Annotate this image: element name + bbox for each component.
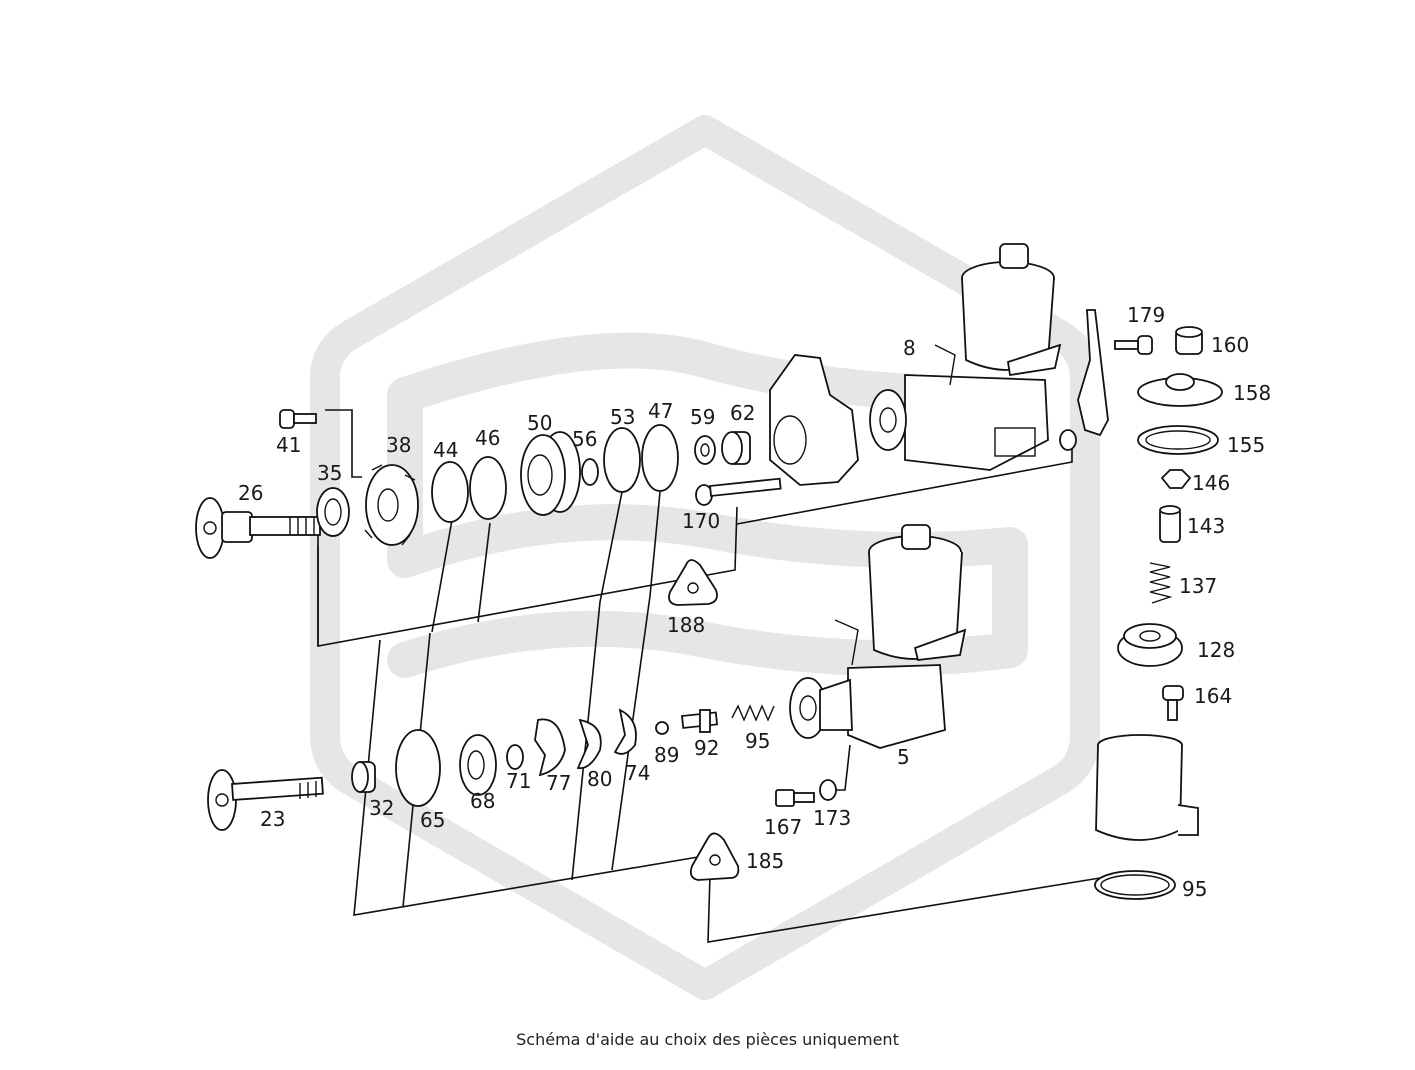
label-part-41: 41 bbox=[276, 433, 301, 457]
label-part-71: 71 bbox=[506, 769, 531, 793]
label-part-53: 53 bbox=[610, 405, 635, 429]
label-part-50: 50 bbox=[527, 411, 552, 435]
label-part-80: 80 bbox=[587, 767, 612, 791]
label-part-170: 170 bbox=[682, 509, 720, 533]
label-part-23: 23 bbox=[260, 807, 285, 831]
label-part-62: 62 bbox=[730, 401, 755, 425]
label-part-164: 164 bbox=[1194, 684, 1232, 708]
part-137-valve-disc bbox=[1117, 623, 1183, 667]
label-part-47: 47 bbox=[648, 399, 673, 423]
part-68-rotor bbox=[459, 734, 497, 796]
label-part-77: 77 bbox=[546, 771, 571, 795]
label-part-5: 5 bbox=[897, 745, 910, 769]
part-95-spring bbox=[731, 704, 775, 722]
label-part-146: 143 bbox=[1187, 514, 1225, 538]
part-71-circlip bbox=[506, 744, 524, 770]
part-179-screw bbox=[1114, 335, 1153, 355]
part-128-o-ring bbox=[1094, 870, 1176, 900]
label-part-38: 38 bbox=[386, 433, 411, 457]
part-185-flange bbox=[689, 832, 740, 881]
part-158-disc bbox=[1137, 373, 1223, 407]
label-part-35: 35 bbox=[317, 461, 342, 485]
label-part-173: 173 bbox=[813, 806, 851, 830]
part-65-ring bbox=[395, 729, 441, 807]
part-164-screw bbox=[1162, 685, 1184, 721]
label-part-137: 128 bbox=[1197, 638, 1235, 662]
part-44-ring bbox=[431, 461, 469, 523]
label-part-160: 160 bbox=[1211, 333, 1249, 357]
part-35-seal bbox=[316, 487, 350, 537]
diagram-caption: Schéma d'aide au choix des pièces unique… bbox=[516, 1030, 899, 1049]
label-part-185: 185 bbox=[746, 849, 784, 873]
part-46-ring bbox=[469, 456, 507, 520]
label-part-44: 44 bbox=[433, 438, 458, 462]
label-part-32: 32 bbox=[369, 796, 394, 820]
label-part-59: 59 bbox=[690, 405, 715, 429]
part-56-circlip bbox=[581, 458, 599, 486]
part-167-bolt bbox=[775, 789, 815, 807]
part-146-filter bbox=[1159, 505, 1181, 543]
part-143-spring bbox=[1149, 562, 1173, 604]
label-part-143: 137 bbox=[1179, 574, 1217, 598]
part-89-clip bbox=[655, 721, 669, 735]
part-5-pump-assembly bbox=[789, 524, 967, 749]
part-160-cap bbox=[1175, 326, 1203, 355]
part-bracket bbox=[1077, 309, 1109, 437]
label-part-65: 65 bbox=[420, 808, 445, 832]
part-8-pump-assembly bbox=[869, 243, 1062, 471]
part-92-valve bbox=[681, 709, 719, 733]
label-part-128: 95 bbox=[1182, 877, 1207, 901]
label-part-8: 8 bbox=[903, 336, 916, 360]
part-reservoir bbox=[1095, 734, 1199, 841]
part-53-ring bbox=[603, 427, 641, 493]
part-173-washer bbox=[819, 779, 837, 801]
part-o-ring-small bbox=[1059, 429, 1077, 451]
part-170-bolt bbox=[695, 477, 782, 506]
part-23-shaft bbox=[207, 769, 324, 831]
label-part-92: 92 bbox=[694, 736, 719, 760]
label-part-68: 68 bbox=[470, 789, 495, 813]
part-155-gasket bbox=[1137, 425, 1219, 455]
part-149-nut bbox=[1160, 469, 1192, 489]
label-part-155: 155 bbox=[1227, 433, 1265, 457]
label-part-46: 46 bbox=[475, 426, 500, 450]
part-62-bushing bbox=[721, 431, 751, 465]
label-part-167: 167 bbox=[764, 815, 802, 839]
label-part-149: 146 bbox=[1192, 471, 1230, 495]
label-part-179: 179 bbox=[1127, 303, 1165, 327]
part-77-plate bbox=[534, 718, 566, 777]
part-housing-cover bbox=[769, 354, 859, 486]
label-part-26: 26 bbox=[238, 481, 263, 505]
part-26-shaft bbox=[195, 497, 321, 559]
label-part-95: 95 bbox=[745, 729, 770, 753]
part-59-washer bbox=[694, 435, 716, 465]
part-38-rotor bbox=[364, 464, 419, 546]
label-part-89: 89 bbox=[654, 743, 679, 767]
label-part-74: 74 bbox=[625, 761, 650, 785]
part-74-plate bbox=[613, 708, 637, 755]
label-part-158: 158 bbox=[1233, 381, 1271, 405]
part-32-bushing bbox=[351, 761, 376, 793]
part-50-cam-ring bbox=[520, 431, 581, 516]
part-labels: 26 41 35 38 44 46 50 56 53 47 59 62 170 … bbox=[238, 303, 1271, 901]
label-part-188: 188 bbox=[667, 613, 705, 637]
label-part-56: 56 bbox=[572, 427, 597, 451]
part-188-flange bbox=[668, 559, 718, 606]
part-41-screw bbox=[279, 409, 317, 429]
part-47-ring bbox=[641, 424, 679, 492]
part-80-plate bbox=[576, 718, 602, 770]
